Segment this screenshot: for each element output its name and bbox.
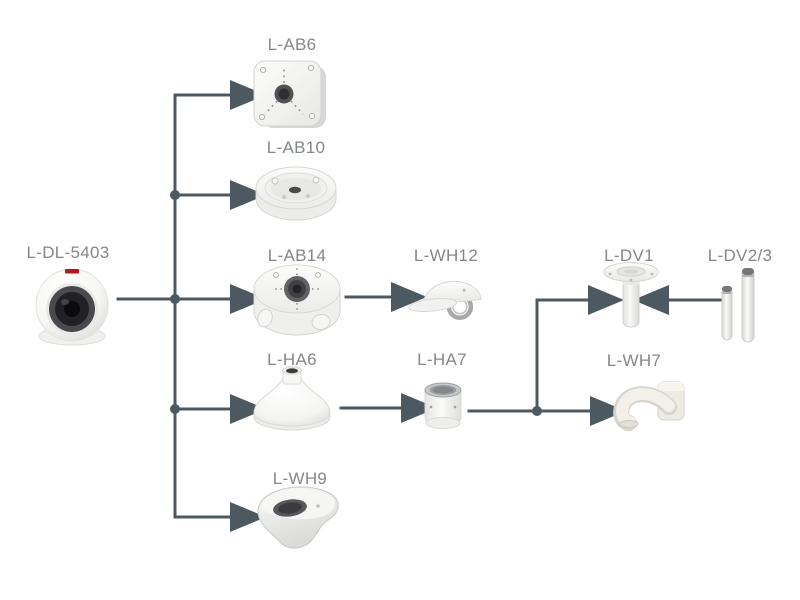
dv1-image	[602, 259, 660, 333]
junction-dot	[170, 404, 180, 414]
ab14-label: L-AB14	[267, 246, 327, 265]
ha6-label: L-HA6	[267, 350, 317, 369]
wh12-image	[407, 267, 487, 325]
ab6-image	[250, 54, 332, 134]
ab14-image	[252, 259, 342, 343]
ha7-label: L-HA7	[417, 350, 467, 369]
junction-dot	[170, 190, 180, 200]
dv23-label: L-DV2/3	[707, 246, 773, 265]
wh7-label: L-WH7	[606, 351, 662, 370]
ab10-image	[254, 161, 338, 225]
ab6-label: L-AB6	[267, 35, 317, 54]
edge-junction-dv1	[535, 285, 624, 413]
ab10-label: L-AB10	[266, 138, 326, 157]
camera-label: L-DL-5403	[26, 243, 110, 262]
wh9-label: L-WH9	[272, 469, 328, 488]
camera-image	[30, 259, 115, 347]
junction-dot	[532, 406, 542, 416]
ha6-image	[250, 365, 334, 435]
junction-dot	[170, 294, 180, 304]
wh7-image	[609, 373, 687, 431]
dv1-label: L-DV1	[604, 246, 654, 265]
wh12-label: L-WH12	[413, 246, 479, 265]
dv23-image	[719, 262, 759, 346]
wh9-image	[245, 480, 347, 564]
ha7-image	[420, 375, 466, 433]
